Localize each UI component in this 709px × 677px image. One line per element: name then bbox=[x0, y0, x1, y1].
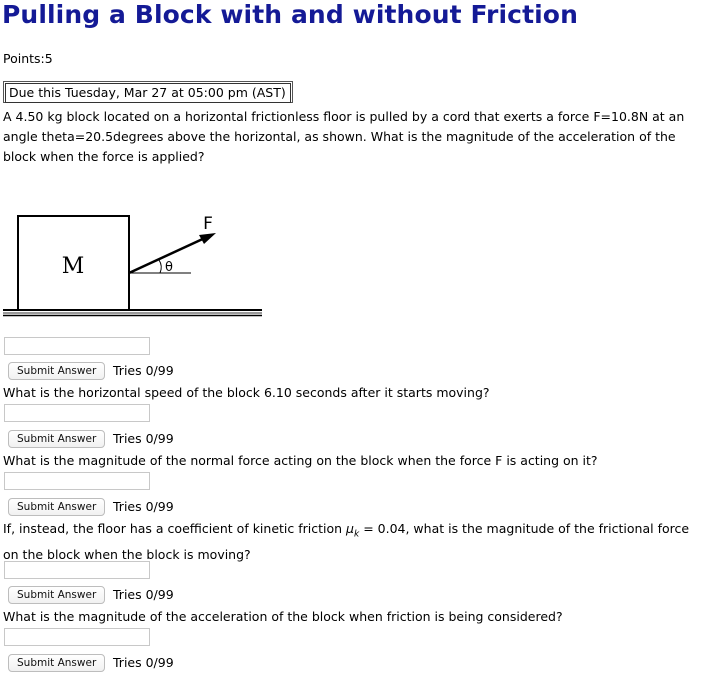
question-4-text: If, instead, the floor has a coefficient… bbox=[3, 519, 706, 565]
angle-label: θ bbox=[165, 260, 173, 275]
submit-answer-button-1[interactable]: Submit Answer bbox=[8, 362, 106, 380]
answer-input-5[interactable] bbox=[4, 628, 150, 646]
page-title: Pulling a Block with and without Frictio… bbox=[2, 0, 578, 29]
due-date-text: Due this Tuesday, Mar 27 at 05:00 pm (AS… bbox=[5, 83, 291, 103]
angle-arc bbox=[158, 259, 162, 274]
force-label: F bbox=[203, 214, 213, 234]
question-3-text: What is the magnitude of the normal forc… bbox=[3, 453, 598, 468]
due-date-box: Due this Tuesday, Mar 27 at 05:00 pm (AS… bbox=[3, 81, 293, 103]
tries-counter-5: Tries 0/99 bbox=[113, 655, 174, 670]
question-4-text-after: = 0.04, what is the magnitude of the fri… bbox=[3, 521, 690, 562]
force-diagram: M F θ bbox=[0, 200, 270, 328]
answer-input-2[interactable] bbox=[4, 404, 150, 422]
question-5-text: What is the magnitude of the acceleratio… bbox=[3, 609, 563, 624]
problem-statement: A 4.50 kg block located on a horizontal … bbox=[3, 109, 685, 164]
mu-symbol: μ bbox=[346, 521, 354, 536]
arrowhead-icon bbox=[199, 233, 216, 244]
tries-counter-4: Tries 0/99 bbox=[113, 587, 174, 602]
force-arrow bbox=[128, 235, 208, 275]
question-4-text-before: If, instead, the floor has a coefficient… bbox=[3, 521, 347, 536]
submit-answer-button-4[interactable]: Submit Answer bbox=[8, 586, 106, 604]
tries-counter-2: Tries 0/99 bbox=[113, 431, 174, 446]
block-label: M bbox=[62, 254, 85, 279]
answer-input-4[interactable] bbox=[4, 561, 150, 579]
points-label: Points:5 bbox=[3, 51, 53, 66]
submit-answer-button-5[interactable]: Submit Answer bbox=[8, 654, 106, 672]
block-diagram-figure: M F θ bbox=[3, 214, 262, 317]
submit-answer-button-2[interactable]: Submit Answer bbox=[8, 430, 106, 448]
tries-counter-1: Tries 0/99 bbox=[113, 363, 174, 378]
answer-input-1[interactable] bbox=[4, 337, 150, 355]
tries-counter-3: Tries 0/99 bbox=[113, 499, 174, 514]
mu-subscript: k bbox=[354, 529, 360, 540]
question-2-text: What is the horizontal speed of the bloc… bbox=[3, 385, 490, 400]
submit-answer-button-3[interactable]: Submit Answer bbox=[8, 498, 106, 516]
answer-input-3[interactable] bbox=[4, 472, 150, 490]
block-shape bbox=[17, 215, 130, 311]
